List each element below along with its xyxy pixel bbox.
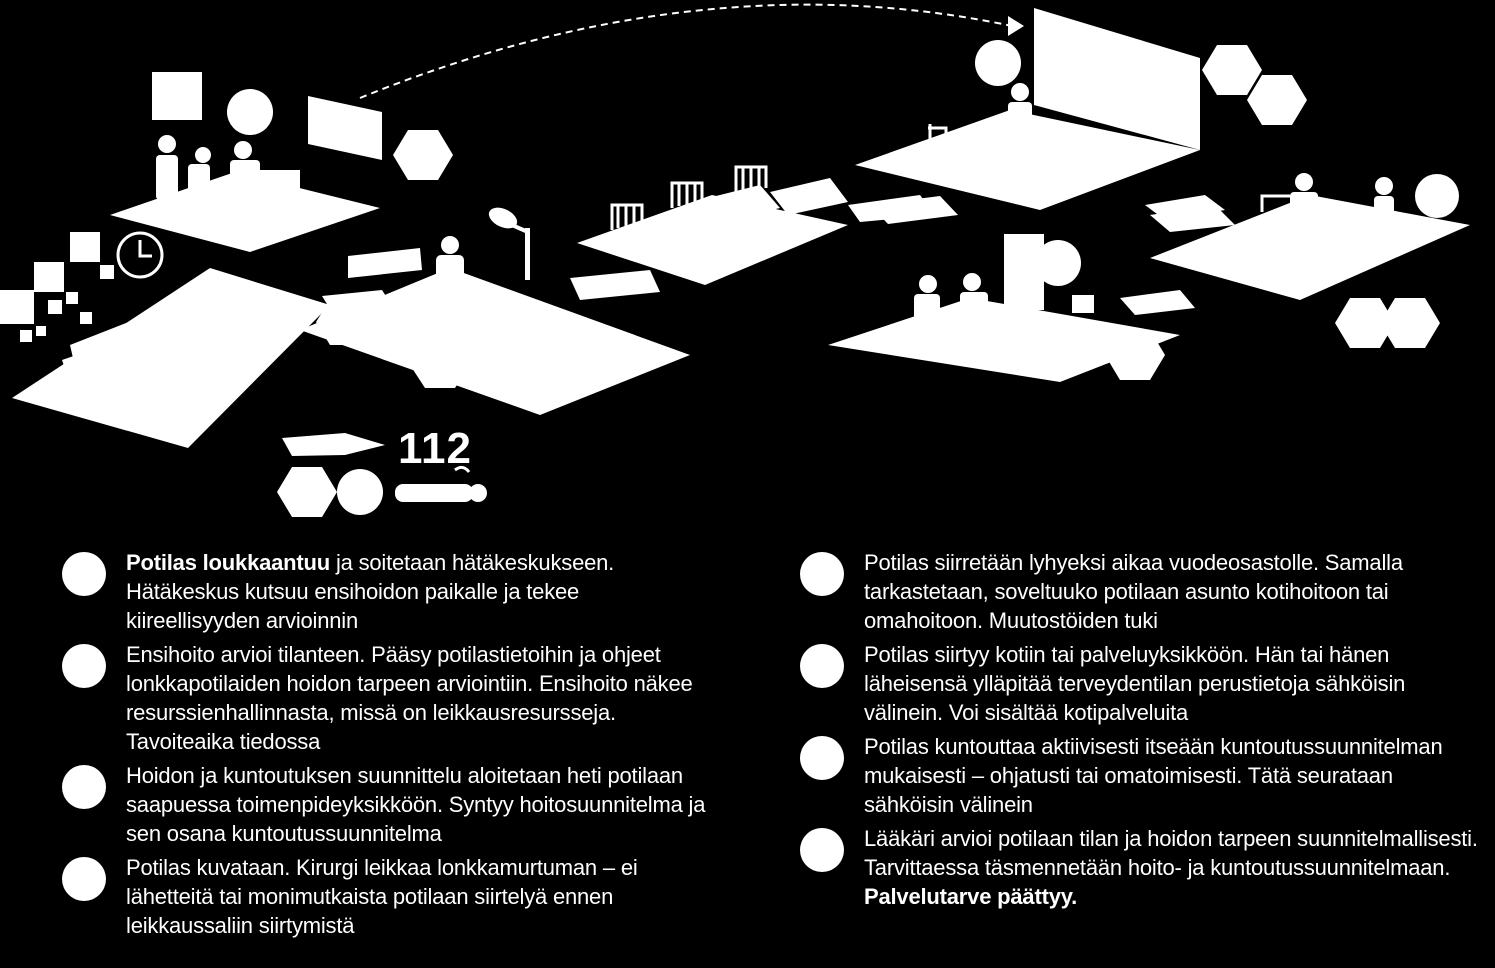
step-2-text: Ensihoito arvioi tilanteen. Pääsy potila… [126, 642, 693, 754]
step-6: Potilas siirtyy kotiin tai palveluyksikk… [800, 640, 1480, 732]
hexagon-marker [1380, 298, 1440, 348]
step-4-text: Potilas kuvataan. Kirurgi leikkaa lonkka… [126, 855, 638, 938]
bed-icons [610, 165, 768, 230]
injured-patient-icon [395, 465, 487, 502]
hexagon-marker [410, 345, 470, 388]
circle-marker [1035, 240, 1081, 286]
steps-list-right: Potilas siirretään lyhyeksi aikaa vuodeo… [800, 548, 1480, 916]
step-5: Potilas siirretään lyhyeksi aikaa vuodeo… [800, 548, 1480, 640]
care-pathway-illustration [0, 3, 1470, 517]
hexagon-marker [1105, 330, 1165, 380]
step-1: Potilas loukkaantuu ja soitetaan hätäkes… [62, 548, 712, 640]
step-2: Ensihoito arvioi tilanteen. Pääsy potila… [62, 640, 712, 761]
arrow-card [870, 196, 958, 224]
surgical-lamp [488, 207, 530, 280]
step-3: Hoidon ja kuntoutuksen suunnittelu aloit… [62, 761, 712, 853]
arrow-card [570, 270, 660, 300]
arrow-card [348, 248, 422, 278]
hexagon-marker [393, 130, 453, 180]
clock-icon [116, 231, 164, 279]
step-8-bold-end: Palvelutarve päättyy. [864, 884, 1078, 909]
arrow-card [1120, 290, 1195, 315]
square-marker [152, 72, 202, 120]
doctor-figures [1290, 173, 1394, 222]
step-1-bold: Potilas loukkaantuu [126, 550, 331, 575]
surgeon-figure [436, 236, 464, 295]
rehab-figures [914, 273, 1094, 324]
circle-marker [975, 40, 1021, 86]
circle-marker [1415, 174, 1459, 218]
emergency-number-112: 112 [398, 424, 472, 473]
seated-patient-figure [1008, 83, 1032, 126]
step-bullet-icon [62, 765, 106, 809]
step-4: Potilas kuvataan. Kirurgi leikkaa lonkka… [62, 853, 712, 945]
step-6-text: Potilas siirtyy kotiin tai palveluyksikk… [864, 642, 1406, 725]
step-3-text: Hoidon ja kuntoutuksen suunnittelu aloit… [126, 763, 706, 846]
hexagon-marker [1247, 75, 1307, 125]
hexagon-marker [1202, 45, 1262, 95]
bed-frame-icon [1260, 194, 1290, 212]
step-bullet-icon [62, 552, 106, 596]
step-8-text: Lääkäri arvioi potilaan tilan ja hoidon … [864, 826, 1478, 880]
step-1-text: ja soitetaan hätäkeskukseen. Hätäkeskus … [126, 550, 615, 633]
step-bullet-icon [62, 857, 106, 901]
circle-marker [337, 469, 383, 515]
step-bullet-icon [800, 552, 844, 596]
hexagon-marker [1335, 298, 1395, 348]
platform-ward [577, 195, 848, 285]
step-7: Potilas kuntouttaa aktiivisesti itseään … [800, 732, 1480, 824]
platform-surgery [300, 268, 690, 415]
platform-home [855, 110, 1200, 210]
pixel-squares-decoration [0, 232, 114, 342]
screen-board [308, 96, 382, 160]
dashed-transfer-arrow [359, 3, 1024, 99]
step-bullet-icon [800, 644, 844, 688]
step-7-text: Potilas kuntouttaa aktiivisesti itseään … [864, 734, 1443, 817]
step-bullet-icon [800, 828, 844, 872]
home-wall [1034, 8, 1200, 150]
staff-figures [156, 135, 300, 200]
step-8: Lääkäri arvioi potilaan tilan ja hoidon … [800, 824, 1480, 916]
arrow-card [1150, 205, 1235, 232]
circle-marker [227, 89, 273, 135]
step-bullet-icon [800, 736, 844, 780]
step-5-text: Potilas siirretään lyhyeksi aikaa vuodeo… [864, 550, 1403, 633]
hexagon-marker [277, 467, 337, 517]
wheelchair-icon [928, 124, 948, 142]
step-bullet-icon [62, 644, 106, 688]
steps-list-left: Potilas loukkaantuu ja soitetaan hätäkes… [62, 548, 712, 945]
arrow-to-112 [282, 433, 385, 456]
hexagon-marker [316, 300, 372, 345]
